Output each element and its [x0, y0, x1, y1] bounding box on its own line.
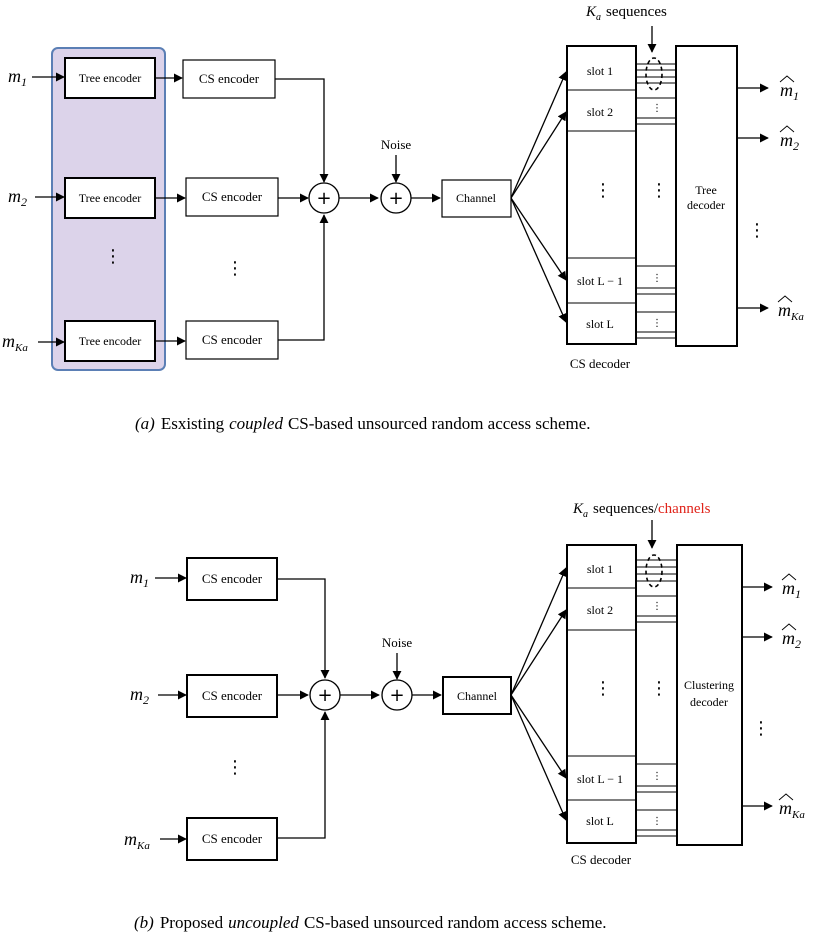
cs-encoder-1-b	[186, 557, 278, 601]
cs-encoder-dots: ⋮	[226, 258, 244, 279]
noise-plus-b: +	[389, 685, 404, 706]
slot-l-1-label: slot L − 1	[577, 274, 623, 288]
slot-l-label: slot L	[586, 317, 614, 331]
diagram-a: m1 m2 mKa Tree encoder Tree encoder Tree…	[2, 4, 804, 433]
sequence-lines-b	[636, 559, 676, 837]
tree-encoder-2-label: Tree encoder	[79, 191, 142, 205]
diagram-b: m1 m2 mKa CS encoder CS encoder CS encod…	[124, 501, 805, 932]
slot-2-label-b: slot 2	[587, 603, 613, 617]
cs-encoder-dots-b: ⋮	[226, 757, 244, 778]
seq-dots-2: ⋮	[652, 273, 662, 284]
tree-decoder	[675, 45, 738, 347]
slot-dots-b: ⋮	[594, 678, 612, 699]
output-m2: m2	[780, 130, 799, 153]
input-mka: mKa	[2, 331, 28, 354]
clustering-decoder-line1: Clustering	[684, 678, 734, 692]
tree-encoder-1	[64, 57, 156, 99]
slot-l-1-label-b: slot L − 1	[577, 772, 623, 786]
cs-decoder-label-b: CS decoder	[571, 852, 632, 867]
seq-dots-mid-b: ⋮	[650, 678, 668, 699]
noise-label: Noise	[381, 137, 412, 152]
slot-2-label: slot 2	[587, 105, 613, 119]
output-m1-b: m1	[782, 578, 801, 601]
output-dots: ⋮	[748, 220, 766, 241]
output-mka: mKa	[778, 300, 804, 323]
tree-decoder-line1: Tree	[695, 183, 717, 197]
slot-l-label-b: slot L	[586, 814, 614, 828]
tree-encoder-ka-label: Tree encoder	[79, 334, 142, 348]
seq-dots-mid: ⋮	[650, 180, 668, 201]
cs-encoder-2	[185, 177, 279, 217]
channel-label: Channel	[456, 191, 497, 205]
clustering-decoder	[676, 544, 743, 846]
seq-dots-3-b: ⋮	[652, 816, 662, 827]
cs-encoder-1-b-label: CS encoder	[202, 571, 263, 586]
cs-encoder-ka-label: CS encoder	[202, 332, 263, 347]
tree-encoder-1-label: Tree encoder	[79, 71, 142, 85]
output-m2-b: m2	[782, 628, 801, 651]
sequence-ellipse	[645, 57, 663, 91]
slot-1-label: slot 1	[587, 64, 613, 78]
seq-dots-3: ⋮	[652, 318, 662, 329]
sequence-lines	[636, 63, 676, 339]
tree-encoder-dots: ⋮	[104, 246, 122, 267]
cs-encoder-1	[182, 59, 276, 99]
input-m1: m1	[8, 66, 27, 89]
cs-encoder-ka-b	[186, 817, 278, 861]
sum-symbol: +	[316, 188, 331, 209]
cs-decoder-b	[566, 544, 637, 844]
input-m1-b: m1	[130, 567, 149, 590]
slot-1-label-b: slot 1	[587, 562, 613, 576]
cs-encoder-2-b-label: CS encoder	[202, 688, 263, 703]
cs-encoder-2-label: CS encoder	[202, 189, 263, 204]
clustering-decoder-line2: decoder	[690, 695, 728, 709]
noise-plus: +	[388, 188, 403, 209]
input-m2: m2	[8, 186, 27, 209]
cs-decoder	[566, 45, 637, 345]
channel-box	[441, 179, 512, 218]
channel-label-b: Channel	[457, 689, 498, 703]
output-dots-b: ⋮	[752, 718, 770, 739]
output-m1: m1	[780, 80, 799, 103]
input-mka-b: mKa	[124, 829, 150, 852]
sum-symbol-b: +	[317, 685, 332, 706]
slot-dots: ⋮	[594, 180, 612, 201]
cs-encoder-2-b	[186, 674, 278, 718]
cs-decoder-label: CS decoder	[570, 356, 631, 371]
seq-dots-2-b: ⋮	[652, 771, 662, 782]
tree-decoder-line2: decoder	[687, 198, 725, 212]
cs-encoder-ka	[185, 320, 279, 360]
output-mka-b: mKa	[779, 798, 805, 821]
input-m2-b: m2	[130, 684, 149, 707]
sequence-ellipse-b	[645, 554, 663, 588]
seq-dots-1: ⋮	[652, 103, 662, 114]
cs-encoder-1-label: CS encoder	[199, 71, 260, 86]
noise-label-b: Noise	[382, 635, 413, 650]
seq-dots-1-b: ⋮	[652, 601, 662, 612]
cs-encoder-ka-b-label: CS encoder	[202, 831, 263, 846]
